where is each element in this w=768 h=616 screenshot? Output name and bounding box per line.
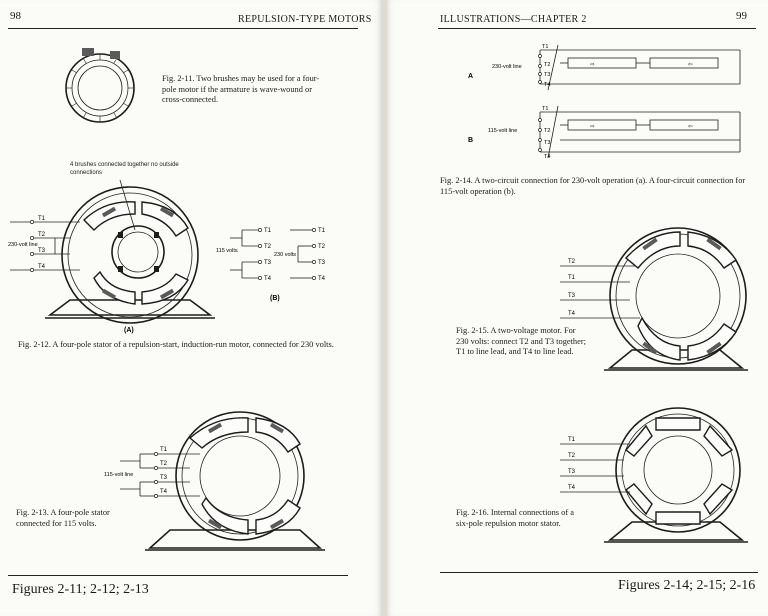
fig-2-12-brush-note: 4 brushes connected together no outside … (70, 162, 179, 176)
fig-2-14-line-b: 115-volt line (488, 128, 517, 134)
fig-2-11-caption: Fig. 2-11. Two brushes may be used for a… (162, 74, 320, 104)
fig-2-13-t1-label: T1 (160, 447, 168, 453)
book-gutter (381, 0, 387, 616)
fig-2-16-t1-label: T1 (568, 437, 576, 443)
fig-2-13-caption: Fig. 2-13. A four-pole stator connected … (16, 508, 110, 528)
fig-2-16-t3-label: T3 (568, 469, 576, 475)
fig-2-12-volts-230: 230 volts (274, 252, 296, 258)
svg-text:⇦: ⇦ (688, 62, 693, 68)
fig-2-14a-t3-label: T3 (544, 72, 550, 78)
fig-2-15-t1-label: T1 (568, 275, 576, 281)
left-footer: Figures 2-11; 2-12; 2-13 (12, 582, 149, 597)
right-footer-rule (440, 572, 758, 573)
fig-2-12-caption: Fig. 2-12. A four-pole stator of a repul… (18, 340, 334, 349)
right-footer: Figures 2-14; 2-15; 2-16 (618, 578, 756, 593)
fig-2-15-t2-label: T2 (568, 259, 576, 265)
left-footer-rule (8, 575, 348, 576)
fig-2-16-six-pole-stator-diagram: T1 T2 T3 T4 (560, 407, 748, 543)
fig-2-12b-230-t1-label: T1 (318, 228, 326, 234)
fig-2-13-stator-diagram: T1 T2 T3 T4 115-volt line (104, 411, 325, 551)
fig-2-16-t2-label: T2 (568, 453, 576, 459)
fig-2-12-t4-label: T4 (38, 264, 46, 270)
right-running-head: ILLUSTRATIONS—CHAPTER 2 (440, 14, 587, 25)
fig-2-12b-t4-label: T4 (264, 276, 272, 282)
left-page-number: 98 (10, 10, 21, 22)
fig-2-15-t3-label: T3 (568, 293, 576, 299)
fig-2-12b-230-t2-label: T2 (318, 244, 326, 250)
fig-2-12b-230-t4-label: T4 (318, 276, 326, 282)
fig-2-14-line-a: 230-volt line (492, 64, 522, 70)
fig-2-12-terminal-schematic-b: T1 T2 T3 T4 T1 T2 T3 T4 115 volts 230 vo… (216, 228, 326, 302)
fig-2-12-t1-label: T1 (38, 216, 46, 222)
fig-2-13-line-label: 115-volt line (104, 472, 133, 478)
fig-2-12b-t1-label: T1 (264, 228, 272, 234)
fig-2-14b-t1-label: T1 (542, 106, 548, 112)
fig-2-12-line-label: 230-volt line (8, 242, 38, 248)
fig-2-12-volts-115: 115 volts (216, 248, 238, 254)
fig-2-14-label-b: B (468, 137, 473, 144)
fig-2-13-t2-label: T2 (160, 461, 168, 467)
fig-2-14-connection-diagram: A 230-volt line T1 T2 T3 T4 ⇨ ⇦ B 115-vo… (468, 44, 741, 160)
fig-2-13-t4-label: T4 (160, 489, 168, 495)
fig-2-12-t2-label: T2 (38, 232, 46, 238)
fig-2-13-t3-label: T3 (160, 475, 168, 481)
fig-2-14-label-a: A (468, 73, 473, 80)
fig-2-14a-t2-label: T2 (544, 62, 550, 68)
fig-2-14a-t1-label: T1 (542, 44, 548, 50)
right-header-rule (438, 28, 756, 29)
svg-text:⇦: ⇦ (688, 124, 693, 130)
fig-2-14a-t4-label: T4 (544, 82, 550, 88)
fig-2-16-caption: Fig. 2-16. Internal connections of a six… (456, 508, 574, 528)
fig-2-12-label-a: (A) (124, 327, 134, 334)
left-running-head: REPULSION-TYPE MOTORS (238, 14, 372, 25)
fig-2-12-stator-diagram-a: T1 T2 T3 T4 230-volt line (A) (8, 179, 215, 334)
svg-text:⇨: ⇨ (590, 124, 595, 130)
fig-2-11-armature-diagram (65, 48, 135, 123)
fig-2-12b-230-t3-label: T3 (318, 260, 326, 266)
fig-2-14b-t2-label: T2 (544, 128, 550, 134)
fig-2-12-label-b: (B) (270, 295, 280, 302)
fig-2-15-t4-label: T4 (568, 311, 576, 317)
right-page-number: 99 (736, 10, 747, 22)
fig-2-15-caption: Fig. 2-15. A two-voltage motor. For 230 … (456, 326, 586, 356)
left-page (0, 0, 382, 616)
svg-text:⇨: ⇨ (590, 62, 595, 68)
fig-2-12b-t2-label: T2 (264, 244, 272, 250)
fig-2-16-t4-label: T4 (568, 485, 576, 491)
fig-2-12b-t3-label: T3 (264, 260, 272, 266)
right-page (386, 0, 768, 616)
fig-2-14-caption: Fig. 2-14. A two-circuit connection for … (440, 176, 746, 196)
fig-2-12-t3-label: T3 (38, 248, 46, 254)
left-header-rule (8, 28, 358, 29)
fig-2-15-stator-diagram: T2 T1 T3 T4 (560, 227, 748, 371)
fig-2-14b-t3-label: T3 (544, 140, 550, 146)
fig-2-14b-t4-label: T4 (544, 154, 550, 160)
